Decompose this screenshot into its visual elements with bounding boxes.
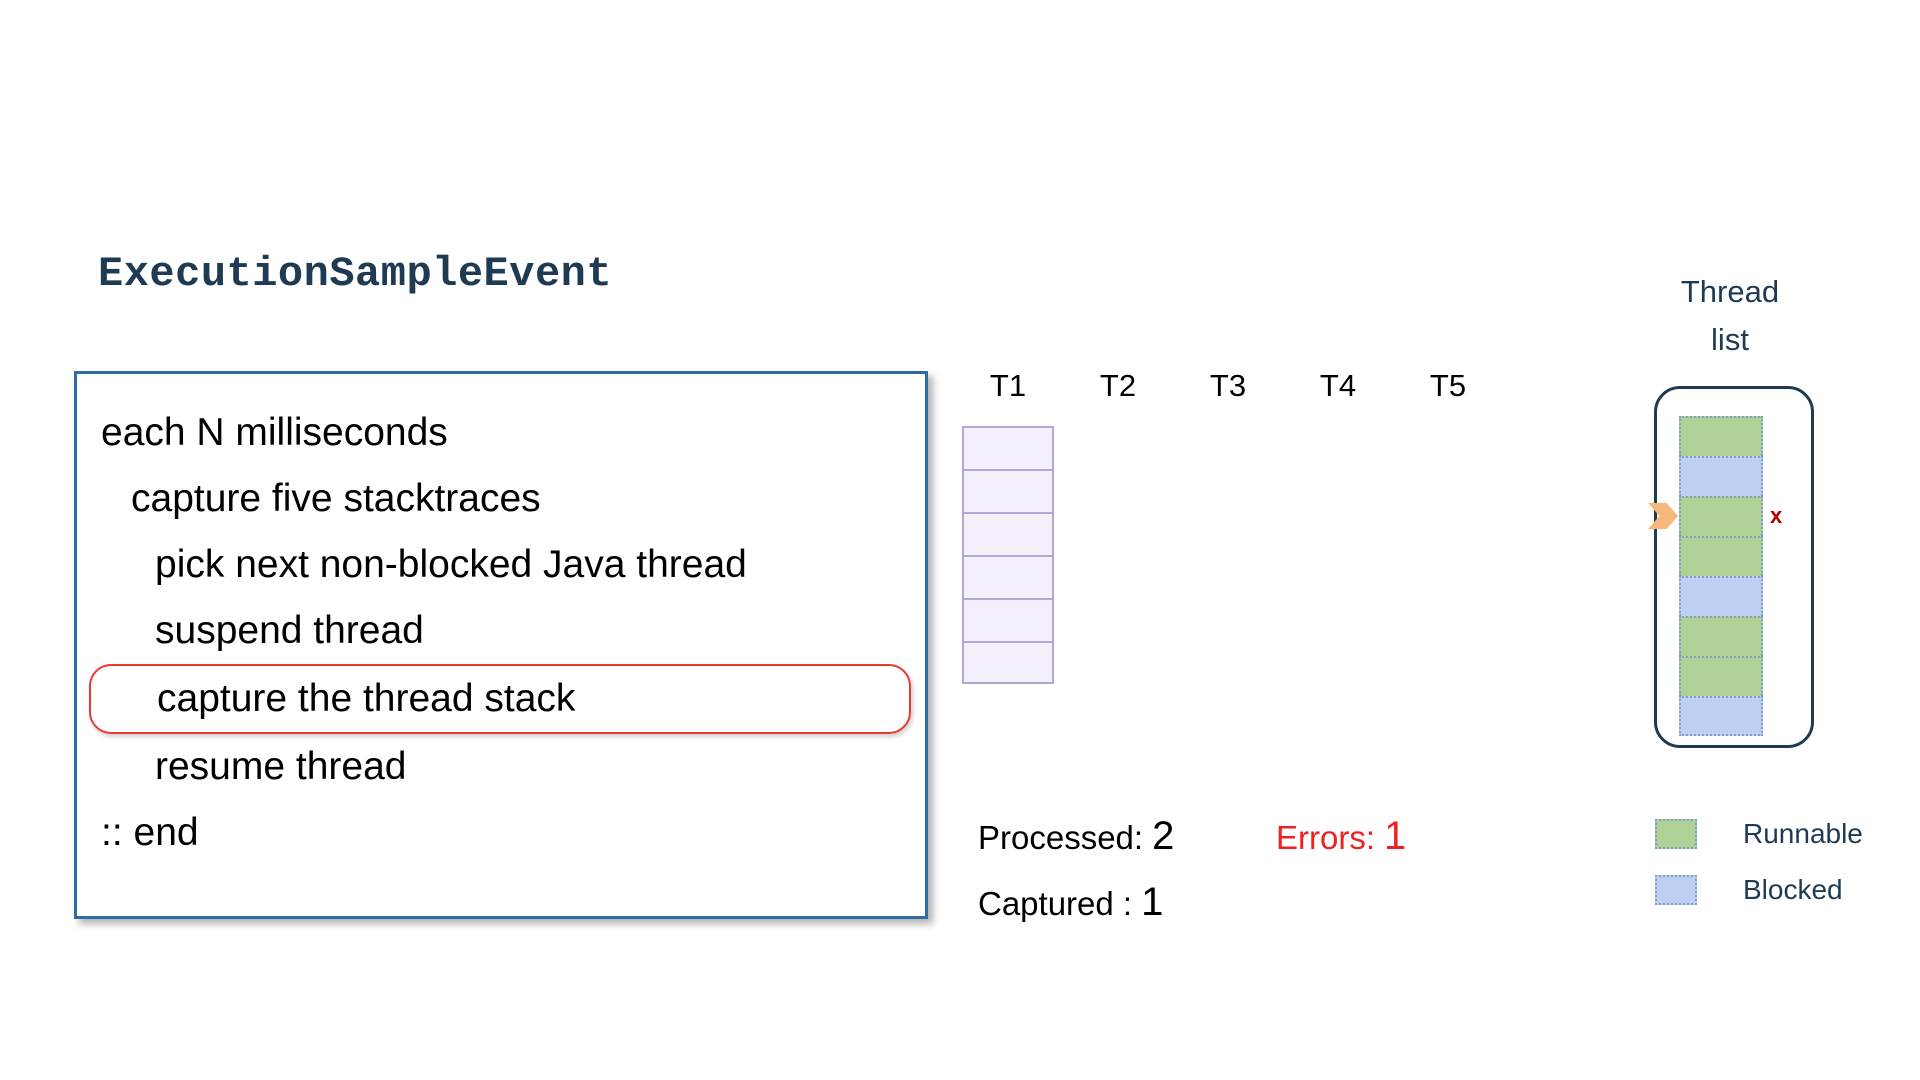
thread-list-item-runnable bbox=[1679, 496, 1763, 536]
thread-list-item-runnable bbox=[1679, 656, 1763, 696]
stat-captured-value: 1 bbox=[1141, 880, 1164, 924]
stats-row-1: Processed: 2 Errors: 1 bbox=[978, 814, 1618, 880]
pseudocode-line: suspend thread bbox=[155, 609, 424, 652]
thread-list-title-line2: list bbox=[1711, 322, 1749, 357]
pseudocode-line: each N milliseconds bbox=[101, 411, 448, 454]
stat-errors-label: Errors: bbox=[1276, 819, 1375, 856]
legend-swatch-runnable bbox=[1655, 819, 1697, 849]
pseudocode-line: :: end bbox=[101, 811, 199, 854]
thread-list-cells bbox=[1679, 416, 1763, 736]
pseudocode-line: capture five stacktraces bbox=[131, 477, 541, 520]
stack-frame-cell bbox=[962, 555, 1054, 598]
thread-column-header-t1: T1 bbox=[989, 368, 1027, 403]
thread-list-item-runnable bbox=[1679, 536, 1763, 576]
stat-processed: Processed: 2 bbox=[978, 814, 1174, 859]
thread-list-title-line1: Thread bbox=[1680, 274, 1780, 309]
thread-list-item-runnable bbox=[1679, 616, 1763, 656]
stat-processed-value: 2 bbox=[1152, 814, 1175, 858]
pseudocode-line: resume thread bbox=[155, 745, 407, 788]
stack-frame-cell bbox=[962, 512, 1054, 555]
stat-processed-label: Processed: bbox=[978, 819, 1144, 856]
page-title: ExecutionSampleEvent bbox=[98, 250, 613, 298]
stat-errors-value: 1 bbox=[1384, 814, 1407, 858]
thread-stack-grid: T1 T2 T3 T4 T5 bbox=[960, 368, 1520, 688]
stats-panel: Processed: 2 Errors: 1 Captured : 1 bbox=[978, 814, 1618, 946]
thread-list-item-blocked bbox=[1679, 576, 1763, 616]
thread-list-item-blocked bbox=[1679, 456, 1763, 496]
thread-column-header-t2: T2 bbox=[1099, 368, 1137, 403]
thread-column-header-t4: T4 bbox=[1319, 368, 1357, 403]
legend-item-runnable: Runnable bbox=[1655, 806, 1915, 862]
stack-frame-cell bbox=[962, 598, 1054, 641]
stats-row-2: Captured : 1 bbox=[978, 880, 1618, 946]
pseudocode-panel: each N milliseconds capture five stacktra… bbox=[74, 371, 928, 919]
thread-list-title: Thread list bbox=[1650, 268, 1810, 364]
thread-column-t1 bbox=[962, 426, 1054, 684]
legend-swatch-blocked bbox=[1655, 875, 1697, 905]
thread-list-item-blocked bbox=[1679, 696, 1763, 736]
thread-list-item-runnable bbox=[1679, 416, 1763, 456]
thread-column-header-t3: T3 bbox=[1209, 368, 1247, 403]
legend-item-blocked: Blocked bbox=[1655, 862, 1915, 918]
legend-label-blocked: Blocked bbox=[1743, 874, 1843, 905]
stack-frame-cell bbox=[962, 641, 1054, 684]
stack-frame-cell bbox=[962, 469, 1054, 512]
legend-label-runnable: Runnable bbox=[1743, 818, 1863, 849]
stat-captured: Captured : 1 bbox=[978, 880, 1163, 925]
pseudocode-line-list: each N milliseconds capture five stacktra… bbox=[77, 400, 925, 866]
pseudocode-line: pick next non-blocked Java thread bbox=[155, 543, 747, 586]
stat-captured-label: Captured : bbox=[978, 885, 1133, 922]
stack-frame-cell bbox=[962, 426, 1054, 469]
thread-column-header-t5: T5 bbox=[1429, 368, 1467, 403]
pseudocode-line-highlighted: capture the thread stack bbox=[89, 664, 911, 734]
thread-error-icon: x bbox=[1770, 503, 1783, 528]
stat-errors: Errors: 1 bbox=[1276, 814, 1406, 859]
